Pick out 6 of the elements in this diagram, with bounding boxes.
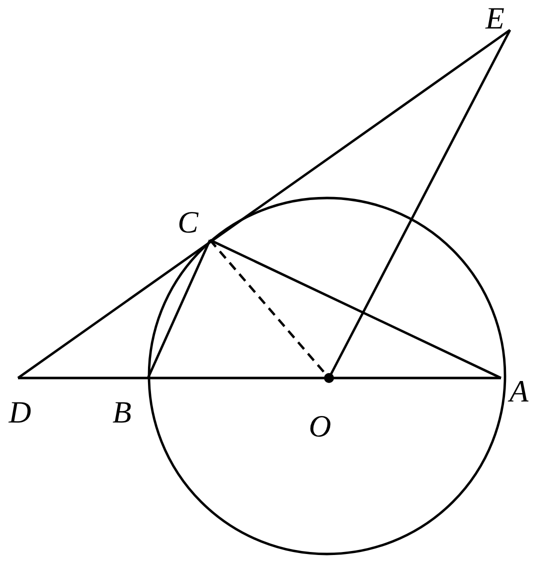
point-label: O bbox=[308, 410, 332, 442]
point-label: C bbox=[178, 206, 198, 238]
point-label: A bbox=[510, 376, 528, 406]
point-label: B bbox=[112, 396, 132, 428]
point-label: D bbox=[8, 396, 32, 428]
point-label: E bbox=[486, 2, 504, 34]
